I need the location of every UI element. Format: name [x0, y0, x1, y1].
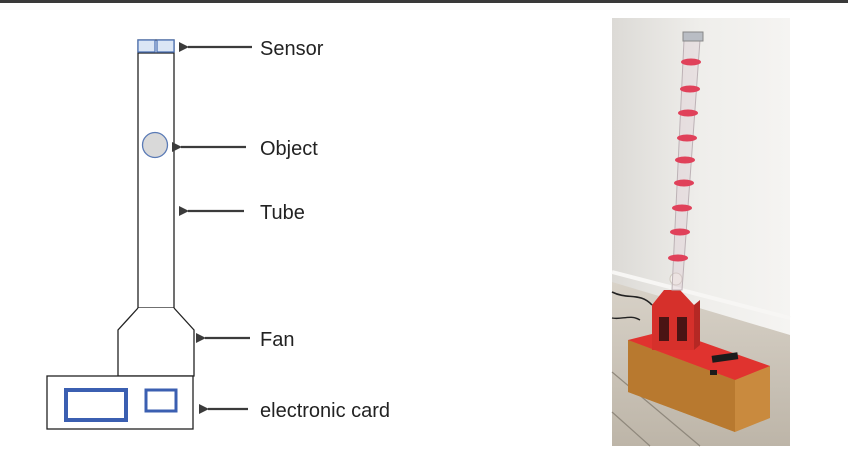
photo-ring	[668, 254, 688, 262]
sensor-right-square	[156, 39, 175, 53]
photo-display	[711, 352, 739, 363]
photo-tube-sensor	[682, 31, 704, 42]
photo-ring	[674, 179, 694, 187]
object-ball	[141, 131, 169, 159]
photo-ring	[670, 228, 690, 236]
photo-floor-tile-line	[611, 411, 651, 447]
photo-cable	[611, 316, 641, 321]
photo-ring	[681, 58, 701, 66]
photo-baseboard	[611, 270, 791, 320]
photo-ring	[680, 85, 700, 93]
device-photo	[611, 18, 791, 447]
card-chip-large	[64, 388, 128, 422]
photo-cable	[611, 291, 653, 306]
photo-ring	[672, 204, 692, 212]
fan-housing	[117, 307, 195, 377]
tube-label: Tube	[260, 202, 305, 224]
photo-fan-housing	[652, 290, 694, 350]
object-label: Object	[260, 138, 318, 160]
photo-ring	[678, 109, 698, 117]
card-chip-small	[144, 388, 178, 413]
photo-ring	[675, 156, 695, 164]
photo-wood-base-side	[628, 340, 735, 432]
electronic-card-label: electronic card	[260, 400, 390, 422]
photo-floor-tile-line	[611, 371, 701, 447]
fan-label: Fan	[260, 329, 294, 351]
photo-fan-opening	[659, 317, 669, 341]
tube-outline	[137, 39, 175, 309]
sensor-left-square	[137, 39, 156, 53]
photo-button	[710, 370, 717, 375]
photo-fan-housing-side	[694, 300, 700, 350]
sensor-label: Sensor	[260, 38, 324, 60]
top-border-line	[0, 0, 848, 3]
photo-fan-opening	[677, 317, 687, 341]
photo-ring	[677, 134, 697, 142]
